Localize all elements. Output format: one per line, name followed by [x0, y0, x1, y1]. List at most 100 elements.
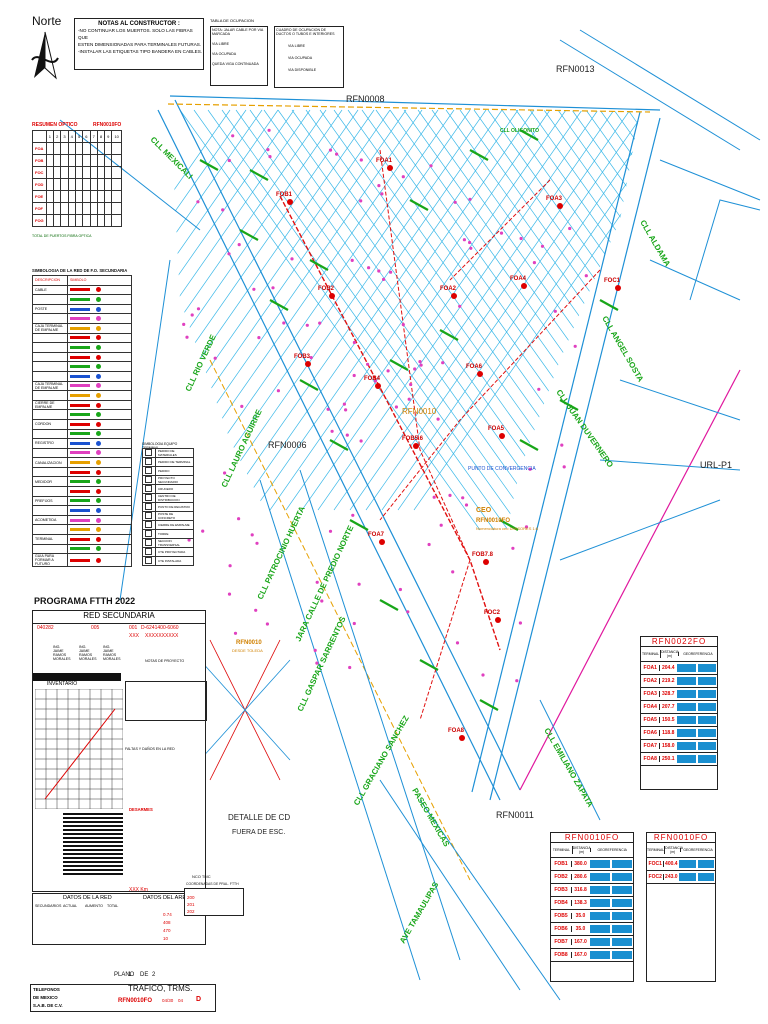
grid-cell: [82, 166, 91, 179]
sym-icon: [67, 313, 132, 324]
georef-y: [697, 755, 716, 763]
georef-distance: 204.4: [659, 665, 676, 671]
georef-y: [611, 886, 632, 894]
georef-distance: 280.6: [571, 874, 589, 880]
company-line-2: DE MEXICO: [33, 995, 58, 1000]
green-annotation: [199, 159, 219, 171]
terminal-dot: [407, 397, 411, 401]
street: [689, 199, 761, 301]
georef-y: [611, 925, 632, 933]
foa-label: FOA6: [466, 364, 483, 370]
georef-y: [611, 938, 632, 946]
terminal-dot: [305, 323, 309, 327]
terminal-legend: SIMBOLOGIA EQUIPO TERMINAL PEDIDO DE MAT…: [142, 442, 194, 566]
terminal-dot: [398, 587, 402, 592]
block-line: [249, 109, 551, 531]
aumento-label: AUMENTO: [85, 904, 103, 908]
terminal-dot: [464, 503, 469, 507]
sym-desc: [32, 351, 68, 363]
foa-marker: [387, 165, 393, 171]
project-notes-label: NOTAS DE PROYECTO: [145, 659, 185, 663]
terminal-dot: [352, 373, 356, 378]
sym-icon: [67, 534, 132, 545]
foa-label: FOB1: [276, 192, 293, 198]
georef-x: [589, 860, 610, 868]
grid-cell: [45, 202, 55, 215]
terminal-dot: [394, 405, 398, 409]
grid-cell: [45, 166, 55, 179]
grid-cell: [89, 178, 98, 191]
terminal-dot: [401, 323, 405, 327]
sym-desc: CANALIZACION: [32, 457, 68, 468]
grid-cell: [82, 178, 91, 191]
notes-title: NOTAS AL CONSTRUCTOR :: [98, 21, 180, 27]
terminal-dot: [276, 389, 280, 393]
terminal-dot: [573, 344, 577, 348]
terminal-dot: [436, 417, 440, 421]
block-line: [381, 109, 663, 511]
sym-desc: CIERRE DE EMPALME: [32, 399, 68, 411]
georef-distance: 35.0: [571, 926, 589, 932]
block-line: [205, 109, 487, 511]
georef-terminal: FOB5: [554, 913, 568, 919]
occupancy-beam: QUEDA VIGA CONTINUADA: [212, 62, 259, 66]
georef-distance: 207.7: [659, 704, 676, 710]
sym-col1: DESCRIPCION: [32, 275, 68, 286]
block-line: [317, 109, 599, 511]
green-annotation: [439, 329, 459, 341]
ceo-label: CEO: [476, 507, 492, 514]
terminal-dot: [237, 243, 241, 247]
terminal-dot: [451, 570, 455, 574]
georef-terminal: FOB6: [554, 926, 568, 932]
georef-terminal: FOA8: [643, 756, 657, 762]
col-header: 9: [104, 130, 113, 143]
georef-terminal: FOB4: [554, 900, 568, 906]
georef-x: [589, 951, 610, 959]
terminal-dot: [252, 287, 256, 291]
engineer-1: ING. JAIME RAMOS MORALES: [53, 645, 71, 661]
grid-cell: [60, 214, 69, 227]
plano-de-label: DE: [140, 972, 149, 978]
sym2-desc: CENTRO DE DISTRIBUCION: [155, 493, 194, 503]
georef-x: [677, 664, 696, 672]
optical-summary-rfn: RFN0010FO: [92, 122, 122, 128]
detail-rfn-sub: DESDE TOLEDA: [232, 648, 263, 653]
georef-x: [589, 899, 610, 907]
faults-label: FALTAS Y DAÑOS EN LA RED: [125, 747, 175, 751]
terminal-dot: [519, 236, 523, 241]
duct-legend-title: CUADRO DE OCUPACION DE DUCTOS O TUBOS E …: [276, 28, 335, 36]
footer-extra-3: D: [196, 996, 202, 1003]
terminal-dot: [562, 465, 566, 469]
georef-y: [697, 703, 716, 711]
occupancy-note: NOTA: JALAR CABLE POR VIA MARCADA: [212, 28, 264, 36]
coord-row: 202: [187, 909, 195, 914]
terminal-dot: [196, 307, 201, 311]
georef-x: [589, 886, 610, 894]
footer-rfn: RFN0010FO: [118, 998, 153, 1004]
grid-cell: [111, 202, 122, 215]
col-header: 4: [67, 130, 76, 143]
coords-sub: COORDENADAS DE PRAL. FTTH: [186, 882, 239, 886]
company-line-1: TELEFONOS: [33, 987, 60, 992]
terminal-dot: [231, 134, 235, 138]
terminal-dot: [389, 270, 393, 274]
code-3: 001: [129, 625, 138, 631]
note-line: -INSTALAR LAS ETIQUETAS TIPO BANDERA EN …: [78, 49, 203, 54]
occupancy-free: VIA LIBRE: [212, 42, 229, 46]
georef-distance: 138.3: [571, 900, 589, 906]
georef-terminal: FOA4: [643, 704, 657, 710]
foa-marker: [375, 383, 381, 389]
occupancy-table: TABLA DE OCUPACION NOTA: JALAR CABLE POR…: [210, 18, 270, 90]
symbology-title: SIMBOLOGIA DE LA RED DE F.O. SECUNDARIA: [32, 268, 128, 273]
inventory-label: INVENTARIO: [47, 681, 78, 687]
rfn-label: RFN0008: [346, 94, 385, 104]
terminal-dot: [373, 379, 377, 383]
terminal-dot: [326, 407, 330, 411]
georef-title: RFN0010FO: [647, 833, 715, 843]
block-line: [189, 109, 471, 511]
grid-cell: [53, 154, 62, 167]
net-data-label: DATOS DE LA RED: [63, 895, 112, 901]
grid-cell: [74, 178, 84, 191]
total-label: TOTAL: [107, 904, 119, 908]
sym2-icon: [142, 529, 156, 539]
